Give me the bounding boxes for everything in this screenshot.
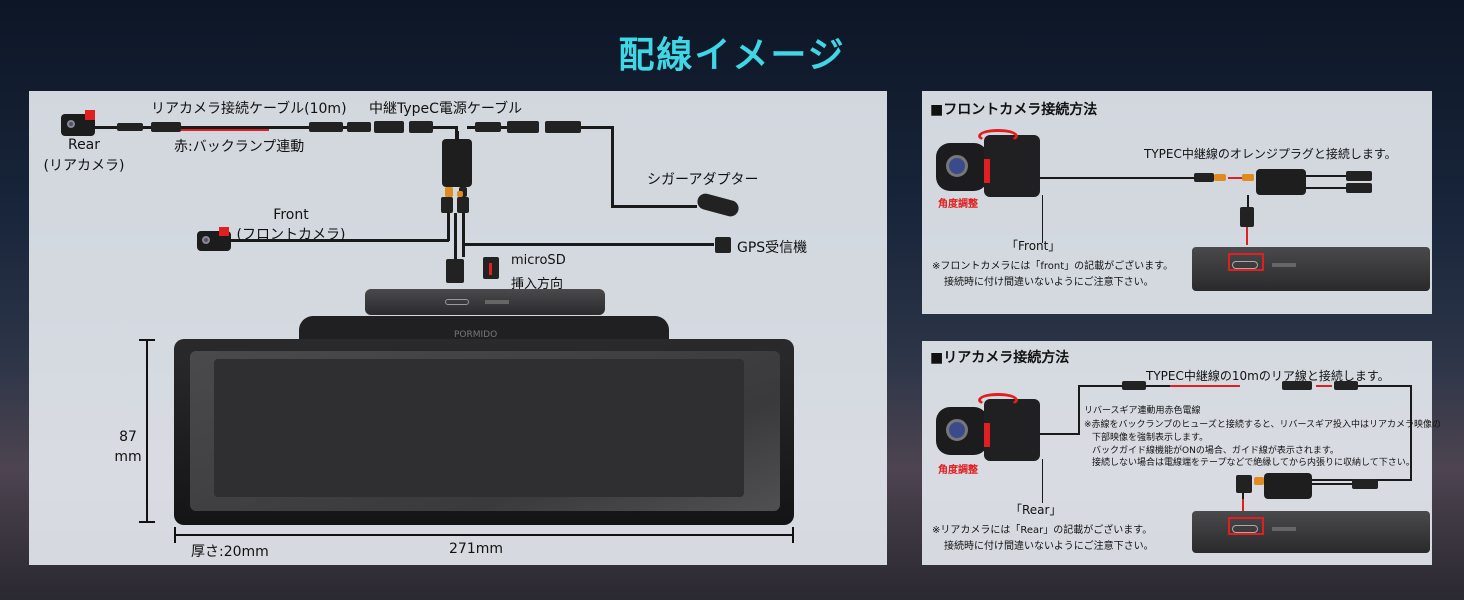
front-note-line2: 接続時に付け間違いないようにご注意下さい。 xyxy=(944,277,1154,288)
rear-camera-panel: ■リアカメラ接続方法 TYPEC中継線の10mのリア線と接続します。 リバースギ… xyxy=(922,341,1441,565)
page-title: 配線イメージ xyxy=(618,35,846,76)
rear-panel-heading: ■リアカメラ接続方法 xyxy=(930,350,1070,366)
relay-splitter xyxy=(442,139,472,187)
mirror-monitor xyxy=(174,339,794,525)
cigar-adapter xyxy=(695,191,741,219)
cigar-adapter-label: シガーアダプター xyxy=(647,172,759,188)
rear-red-wire-note3: バックガイド線機能がONの場合、ガイド線が表示されます。 xyxy=(1092,446,1339,456)
typec-plug xyxy=(446,259,464,283)
mirror-port-strip xyxy=(365,289,605,315)
rear-port-photo xyxy=(1192,511,1430,553)
front-angle-label: 角度調整 xyxy=(938,199,978,210)
rear-red-wire-title: リバースギア連動用赤色電線 xyxy=(1084,406,1201,416)
front-camera-label-line2: (フロントカメラ) xyxy=(236,227,346,243)
rear-red-wire-note4: 接続しない場合は電線端をテープなどで絶縁してから内張りに収納して下さい。 xyxy=(1092,458,1415,468)
rear-port-highlight xyxy=(1228,517,1264,535)
gps-receiver xyxy=(715,237,731,253)
red-wire-label: 赤:バックランプ連動 xyxy=(174,139,305,155)
front-instruction: TYPEC中継線のオレンジプラグと接続します。 xyxy=(1144,147,1397,161)
microsd-label-line1: microSD xyxy=(511,253,566,268)
height-dimension-unit: mm xyxy=(114,449,142,465)
height-dimension-value: 87 xyxy=(119,429,137,445)
front-camera-device xyxy=(197,227,231,251)
microsd-arrow-icon xyxy=(489,263,492,275)
width-dimension-label: 271mm xyxy=(449,541,503,557)
front-port-highlight xyxy=(1228,253,1264,271)
rear-red-wire-note1: ※赤線をバックランプのヒューズと接続すると、リバースギア投入中はリアカメラ映像の xyxy=(1084,420,1442,430)
front-camera-image xyxy=(936,129,1040,199)
brand-logo: PORMIDO xyxy=(454,330,498,340)
rear-instruction: TYPEC中継線の10mのリア線と接続します。 xyxy=(1146,369,1390,383)
rear-cable-label: リアカメラ接続ケーブル(10m) xyxy=(151,101,347,117)
gps-label: GPS受信機 xyxy=(737,240,808,256)
front-panel-heading: ■フロントカメラ接続方法 xyxy=(930,102,1098,118)
rear-camera-label-line1: Rear xyxy=(67,137,101,153)
front-camera-panel: ■フロントカメラ接続方法 角度調整 TYPEC中継線のオレンジプラグと接続します… xyxy=(922,91,1432,314)
rear-note-line1: ※リアカメラには「Rear」の記載がございます。 xyxy=(932,525,1153,536)
rear-angle-label: 角度調整 xyxy=(938,465,978,476)
rear-camera-tag: 「Rear」 xyxy=(1010,503,1062,517)
rear-red-wire-note2: 下部映像を強制表示します。 xyxy=(1092,433,1209,443)
front-camera-label-line1: Front xyxy=(273,207,309,223)
thickness-label: 厚さ:20mm xyxy=(191,544,269,560)
front-camera-tag: 「Front」 xyxy=(1006,239,1061,253)
rear-note-line2: 接続時に付け間違いないようにご注意下さい。 xyxy=(944,541,1154,552)
front-note-line1: ※フロントカメラには「front」の記載がございます。 xyxy=(932,261,1174,272)
wiring-diagram-panel: Rear (リアカメラ) リアカメラ接続ケーブル(10m) 中継TypeC電源ケ… xyxy=(29,91,887,565)
relay-cable-label: 中継TypeC電源ケーブル xyxy=(369,101,523,117)
microsd-label-line2: 挿入方向 xyxy=(511,277,564,292)
rear-camera-image xyxy=(936,393,1040,463)
rear-camera-label-line2: (リアカメラ) xyxy=(43,158,125,174)
rear-camera-device xyxy=(61,110,95,136)
